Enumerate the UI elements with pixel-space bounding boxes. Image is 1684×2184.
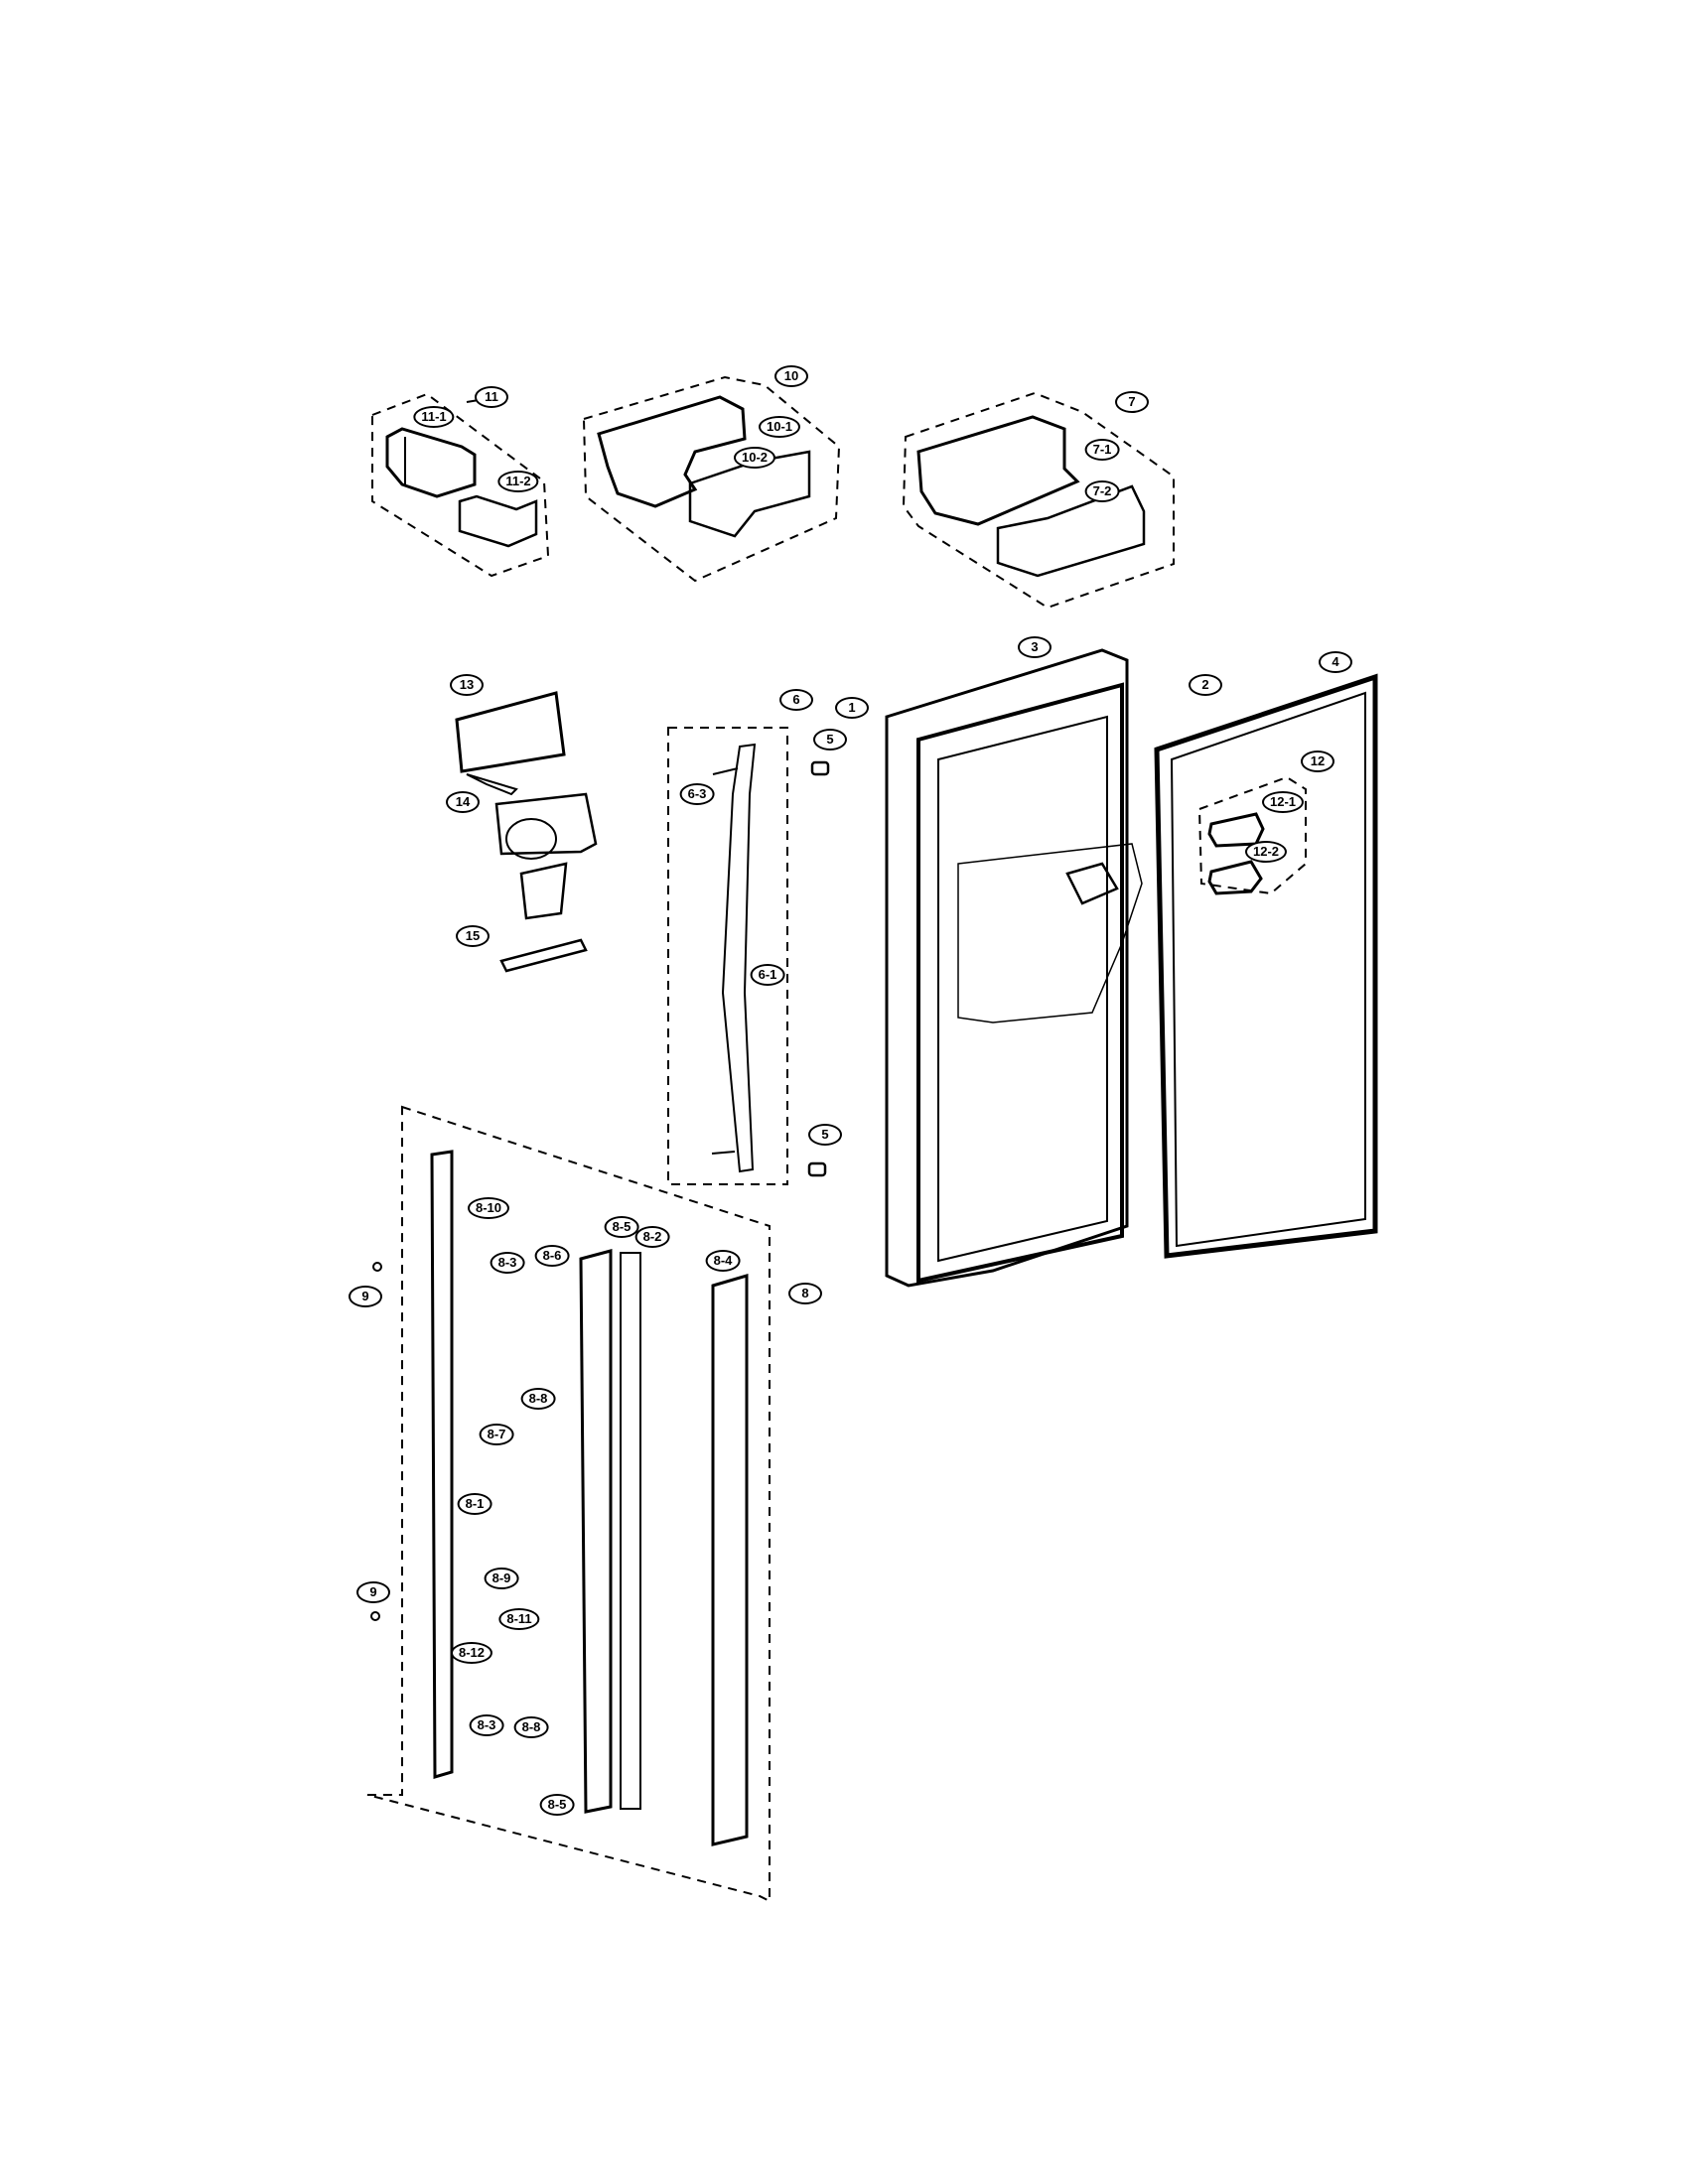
group-10-door-bins — [582, 375, 841, 583]
callout-1: 1 — [835, 697, 869, 719]
group-6-handle — [667, 727, 788, 1185]
callout-9-lower: 9 — [356, 1581, 390, 1603]
group-11-door-bins — [371, 392, 550, 578]
callout-8: 8 — [788, 1283, 822, 1304]
callout-12-2: 12-2 — [1244, 841, 1288, 863]
callout-9-upper: 9 — [349, 1286, 382, 1307]
callout-8-9: 8-9 — [484, 1568, 519, 1589]
callout-11-1: 11-1 — [413, 406, 455, 428]
callout-10-1: 10-1 — [758, 416, 801, 438]
callout-7: 7 — [1115, 391, 1149, 413]
callout-6: 6 — [779, 689, 813, 711]
callout-8-3-upper: 8-3 — [490, 1252, 525, 1274]
callout-8-8-upper: 8-8 — [520, 1388, 556, 1410]
callout-8-10: 8-10 — [467, 1197, 510, 1219]
callout-2: 2 — [1189, 674, 1222, 696]
dispenser-parts — [455, 691, 598, 973]
callout-3: 3 — [1018, 636, 1052, 658]
callout-8-7: 8-7 — [479, 1424, 514, 1445]
screws-5 — [807, 760, 830, 1177]
door-1 — [885, 648, 1143, 1288]
group-7-door-bins — [902, 391, 1175, 610]
gasket-4 — [1154, 673, 1378, 1259]
callout-6-1: 6-1 — [750, 964, 785, 986]
callout-7-1: 7-1 — [1084, 439, 1120, 461]
callout-12: 12 — [1301, 751, 1334, 772]
callout-6-3: 6-3 — [679, 783, 715, 805]
callout-11: 11 — [475, 386, 508, 408]
ring-9 — [372, 1262, 382, 1272]
callout-5-upper: 5 — [813, 729, 847, 751]
callout-5-lower: 5 — [808, 1124, 842, 1146]
callout-8-6: 8-6 — [534, 1245, 570, 1267]
callout-8-5-lower: 8-5 — [539, 1794, 575, 1816]
callout-10: 10 — [774, 365, 808, 387]
callout-4: 4 — [1319, 651, 1352, 673]
callout-11-2: 11-2 — [497, 471, 539, 492]
callout-8-2: 8-2 — [634, 1226, 670, 1248]
callout-15: 15 — [456, 925, 490, 947]
callout-7-2: 7-2 — [1084, 480, 1120, 502]
callout-12-1: 12-1 — [1261, 791, 1305, 813]
callout-8-11: 8-11 — [498, 1608, 540, 1630]
callout-8-8-lower: 8-8 — [513, 1716, 549, 1738]
ring-9-lower — [370, 1611, 380, 1621]
callout-8-5-upper: 8-5 — [604, 1216, 639, 1238]
callout-8-12: 8-12 — [450, 1642, 493, 1664]
callout-10-2: 10-2 — [733, 447, 776, 469]
callout-8-4: 8-4 — [705, 1250, 741, 1272]
callout-8-3-lower: 8-3 — [469, 1714, 504, 1736]
callout-14: 14 — [446, 791, 480, 813]
callout-8-1: 8-1 — [457, 1493, 492, 1515]
group-8-hinge-assembly — [366, 1105, 771, 1903]
callout-13: 13 — [450, 674, 484, 696]
